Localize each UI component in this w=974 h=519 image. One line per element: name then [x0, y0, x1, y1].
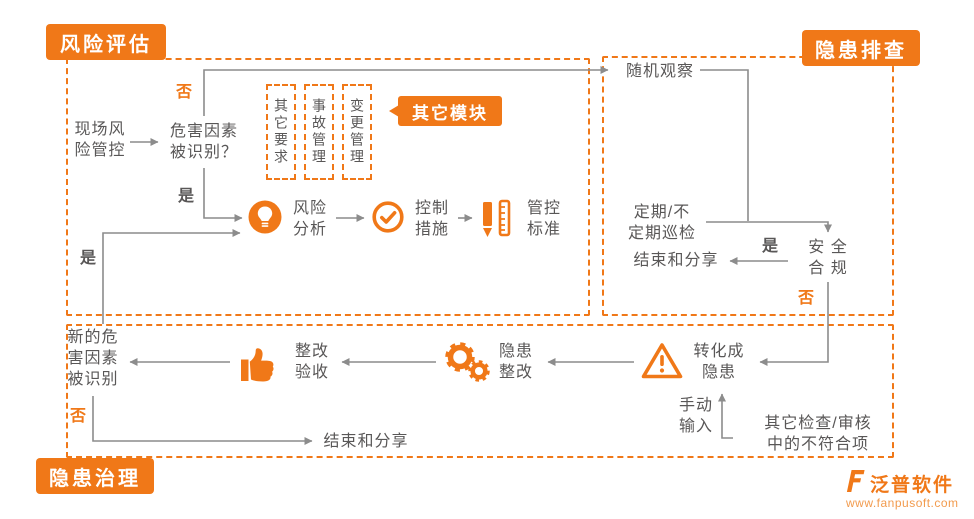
gears-icon [442, 340, 492, 391]
label-no-new-hazard: 否 [70, 408, 87, 425]
module-label: 变更管理 [349, 98, 365, 166]
node-hazard-rectification: 隐患 整改 [498, 343, 533, 381]
label-no-top: 否 [176, 84, 193, 101]
node-hazard-identified: 危害因素 被识别？ [169, 123, 238, 161]
module-box-change-management: 变更管理 [342, 84, 372, 180]
node-periodic-inspection: 定期/不 定期巡检 [627, 204, 696, 242]
module-box-other-requirements: 其它要求 [266, 84, 296, 180]
watermark-url: www.fanpusoft.com [846, 496, 959, 510]
zone-hazard-investigation [602, 56, 894, 316]
node-risk-analysis: 风险 分析 [292, 200, 327, 238]
node-manual-input: 手动 输入 [678, 397, 713, 435]
node-end-share-bottom: 结束和分享 [323, 433, 409, 450]
zone-risk-assessment [66, 58, 590, 316]
fanpu-logo-icon [842, 468, 866, 499]
node-control-measures: 控制 措施 [414, 200, 449, 238]
watermark-brand: 泛普软件 [870, 475, 955, 496]
node-rectification-acceptance: 整改 验收 [294, 343, 329, 381]
warning-triangle-icon [640, 340, 684, 387]
node-control-standards: 管控 标准 [526, 200, 561, 238]
thumbs-up-icon [236, 339, 280, 392]
zone-hazard-treatment [66, 324, 894, 458]
node-random-observation: 随机观察 [625, 63, 694, 80]
node-end-share-top: 结束和分享 [633, 252, 719, 269]
label-no-compliance: 否 [798, 290, 815, 307]
module-box-accident-management: 事故管理 [304, 84, 334, 180]
check-circle-icon [372, 201, 404, 238]
badge-hazard-investigation: 隐患排查 [802, 30, 920, 66]
node-safety-compliance: 安 全 合 规 [808, 239, 848, 277]
label-yes-return: 是 [80, 250, 97, 267]
module-label: 事故管理 [311, 98, 327, 166]
node-other-inspections: 其它检查/审核 中的不符合项 [764, 415, 872, 453]
lightbulb-icon [248, 200, 282, 239]
badge-risk-assessment: 风险评估 [46, 24, 166, 60]
node-new-hazard-identified: 新的危 害因素 被识别 [67, 329, 119, 388]
pen-ruler-icon [478, 197, 516, 244]
label-yes-compliance: 是 [762, 238, 779, 255]
node-convert-to-hazard: 转化成 隐患 [693, 343, 745, 381]
callout-other-modules: 其它模块 [398, 96, 502, 126]
badge-hazard-treatment: 隐患治理 [36, 458, 154, 494]
label-yes-identified: 是 [178, 188, 195, 205]
module-label: 其它要求 [273, 98, 289, 166]
node-onsite-risk-control: 现场风 险管控 [74, 121, 126, 159]
